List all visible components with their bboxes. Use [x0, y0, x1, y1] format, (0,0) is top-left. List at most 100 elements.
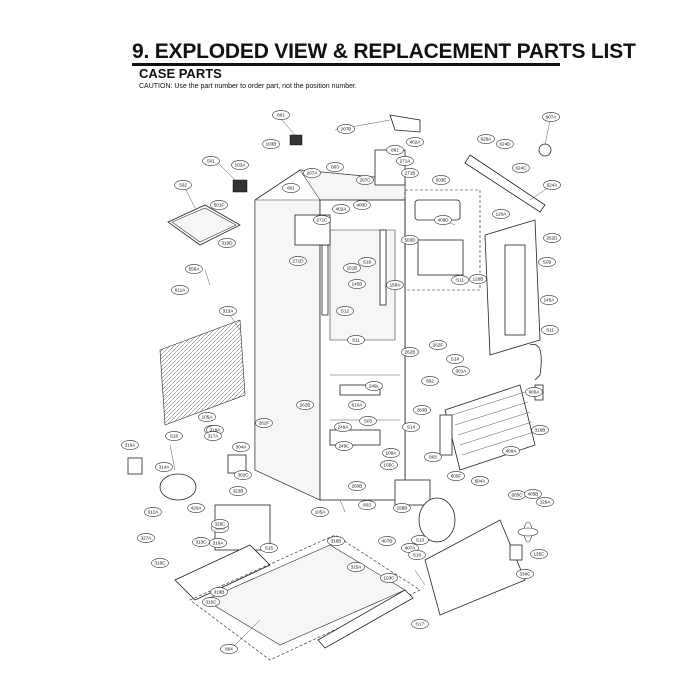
part-callout-label: S17 — [416, 622, 425, 627]
part-callout-label: 249A — [338, 425, 350, 430]
part-callout: 103B — [262, 139, 280, 149]
part-callout: 328C — [211, 519, 229, 529]
part-callout-label: 103B — [266, 142, 277, 147]
part-callout-label: 501F — [214, 203, 225, 208]
part-callout-label: 207C — [360, 178, 372, 183]
part-callout-label: 600A — [529, 390, 541, 395]
part-callout-label: 312A — [148, 510, 160, 515]
part-callout-label: 105C — [384, 463, 396, 468]
part-callout-label: 402A — [410, 140, 422, 145]
part-callout-label: 327A — [141, 536, 153, 541]
part-callout-label: 103C — [384, 576, 396, 581]
part-callout-label: 409A — [506, 449, 518, 454]
part-callout: 420A — [187, 503, 205, 513]
part-callout: S15 — [260, 543, 278, 553]
part-callout-label: 420A — [191, 506, 203, 511]
part-callout-label: 607A — [546, 115, 558, 120]
part-callout-label: 328C — [215, 522, 227, 527]
part-callout: 249C — [335, 441, 353, 451]
part-callout: 600A — [525, 387, 543, 397]
part-callout-label: 402A — [336, 207, 348, 212]
part-callout: 105A — [198, 412, 216, 422]
part-callout-label: 105A — [315, 510, 327, 515]
part-callout: 402A — [406, 137, 424, 147]
caution-note: CAUTION: Use the part number to order pa… — [139, 83, 357, 90]
part-callout-label: 316A — [125, 443, 137, 448]
part-callout-label: 626A — [481, 137, 493, 142]
handle-bar — [464, 143, 552, 213]
part-callout: 207B — [337, 124, 355, 134]
part-callout: 158B — [393, 503, 411, 513]
part-callout-label: 103A — [235, 163, 247, 168]
shelf-panel — [167, 204, 241, 246]
part-callout: S13 — [411, 535, 429, 545]
part-callout-label: 207B — [341, 127, 352, 132]
part-callout: 323B — [229, 486, 247, 496]
part-callout: 315A — [347, 562, 365, 572]
part-callout-label: S12 — [341, 309, 350, 314]
part-callout-label: 329A — [540, 500, 552, 505]
part-callout: 207A — [303, 168, 321, 178]
part-callout: 145A — [540, 295, 558, 305]
part-callout-label: 262B — [405, 350, 416, 355]
part-callout-label: 262F — [259, 421, 270, 426]
part-callout: 330C — [516, 569, 534, 579]
part-callout: 407B — [378, 536, 396, 546]
part-callout-label: 803 — [331, 165, 339, 170]
part-callout: 316A — [121, 440, 139, 450]
part-callout-label: 151B — [347, 266, 358, 271]
part-callout-label: 400D — [357, 203, 369, 208]
fan-shroud — [418, 497, 539, 616]
part-callout: 249L — [365, 381, 383, 391]
part-callout: 304A — [232, 442, 250, 452]
part-callout-label: 501 — [207, 159, 215, 164]
part-callout: 262B — [401, 347, 419, 357]
part-callout-label: 301A — [456, 369, 468, 374]
part-callout: 604A — [471, 476, 489, 486]
part-callout-label: 249C — [339, 444, 351, 449]
part-callout: 103C — [380, 573, 398, 583]
part-callout: 158A — [386, 280, 404, 290]
part-callout: 109A — [382, 448, 400, 458]
part-callout: 802 — [421, 376, 439, 386]
part-callout-label: S09 — [543, 260, 552, 265]
part-callout-label: 605C — [512, 493, 524, 498]
part-callout-label: 502 — [179, 183, 187, 188]
part-callout: S17 — [411, 619, 429, 629]
part-callout: 313A — [219, 306, 237, 316]
part-callout-label: 310D — [222, 241, 234, 246]
part-callout-label: 319B — [214, 590, 225, 595]
part-callout: 207C — [356, 175, 374, 185]
part-callout-label: 407B — [382, 539, 393, 544]
part-callout: 607A — [542, 112, 560, 122]
part-callout-label: 271A — [400, 159, 412, 164]
part-callout-label: 158B — [397, 506, 408, 511]
part-callout: 317A — [204, 431, 222, 441]
part-callout: 262F — [255, 418, 273, 428]
part-callout: 105A — [311, 507, 329, 517]
part-callout: 804 — [220, 644, 238, 654]
part-callout-label: S11 — [352, 338, 360, 343]
part-callout-label: 604A — [475, 479, 487, 484]
part-callout-label: 262D — [547, 236, 559, 241]
part-callout-label: 624D — [500, 142, 512, 147]
part-callout: S16 — [165, 431, 183, 441]
part-callout-label: 407A — [405, 546, 417, 551]
part-callout: 310C — [202, 597, 220, 607]
part-callout-label: 624A — [547, 183, 559, 188]
title-underline — [132, 63, 560, 66]
part-callout-label: S11 — [546, 328, 554, 333]
part-callout: 316B — [531, 425, 549, 435]
part-callout: S18 — [358, 257, 376, 267]
part-callout: 803 — [326, 162, 344, 172]
part-callout: 120A — [492, 209, 510, 219]
part-callout-label: 803 — [363, 503, 371, 508]
part-callout: 409D — [434, 215, 452, 225]
part-callout-label: 802 — [426, 379, 434, 384]
part-callout-label: S10 — [413, 553, 422, 558]
part-callout: S14 — [446, 354, 464, 364]
part-callout-label: S03 — [364, 419, 373, 424]
part-callout: 262B — [296, 400, 314, 410]
part-callout-label: 109A — [386, 451, 398, 456]
part-callout-label: 610A — [352, 403, 364, 408]
